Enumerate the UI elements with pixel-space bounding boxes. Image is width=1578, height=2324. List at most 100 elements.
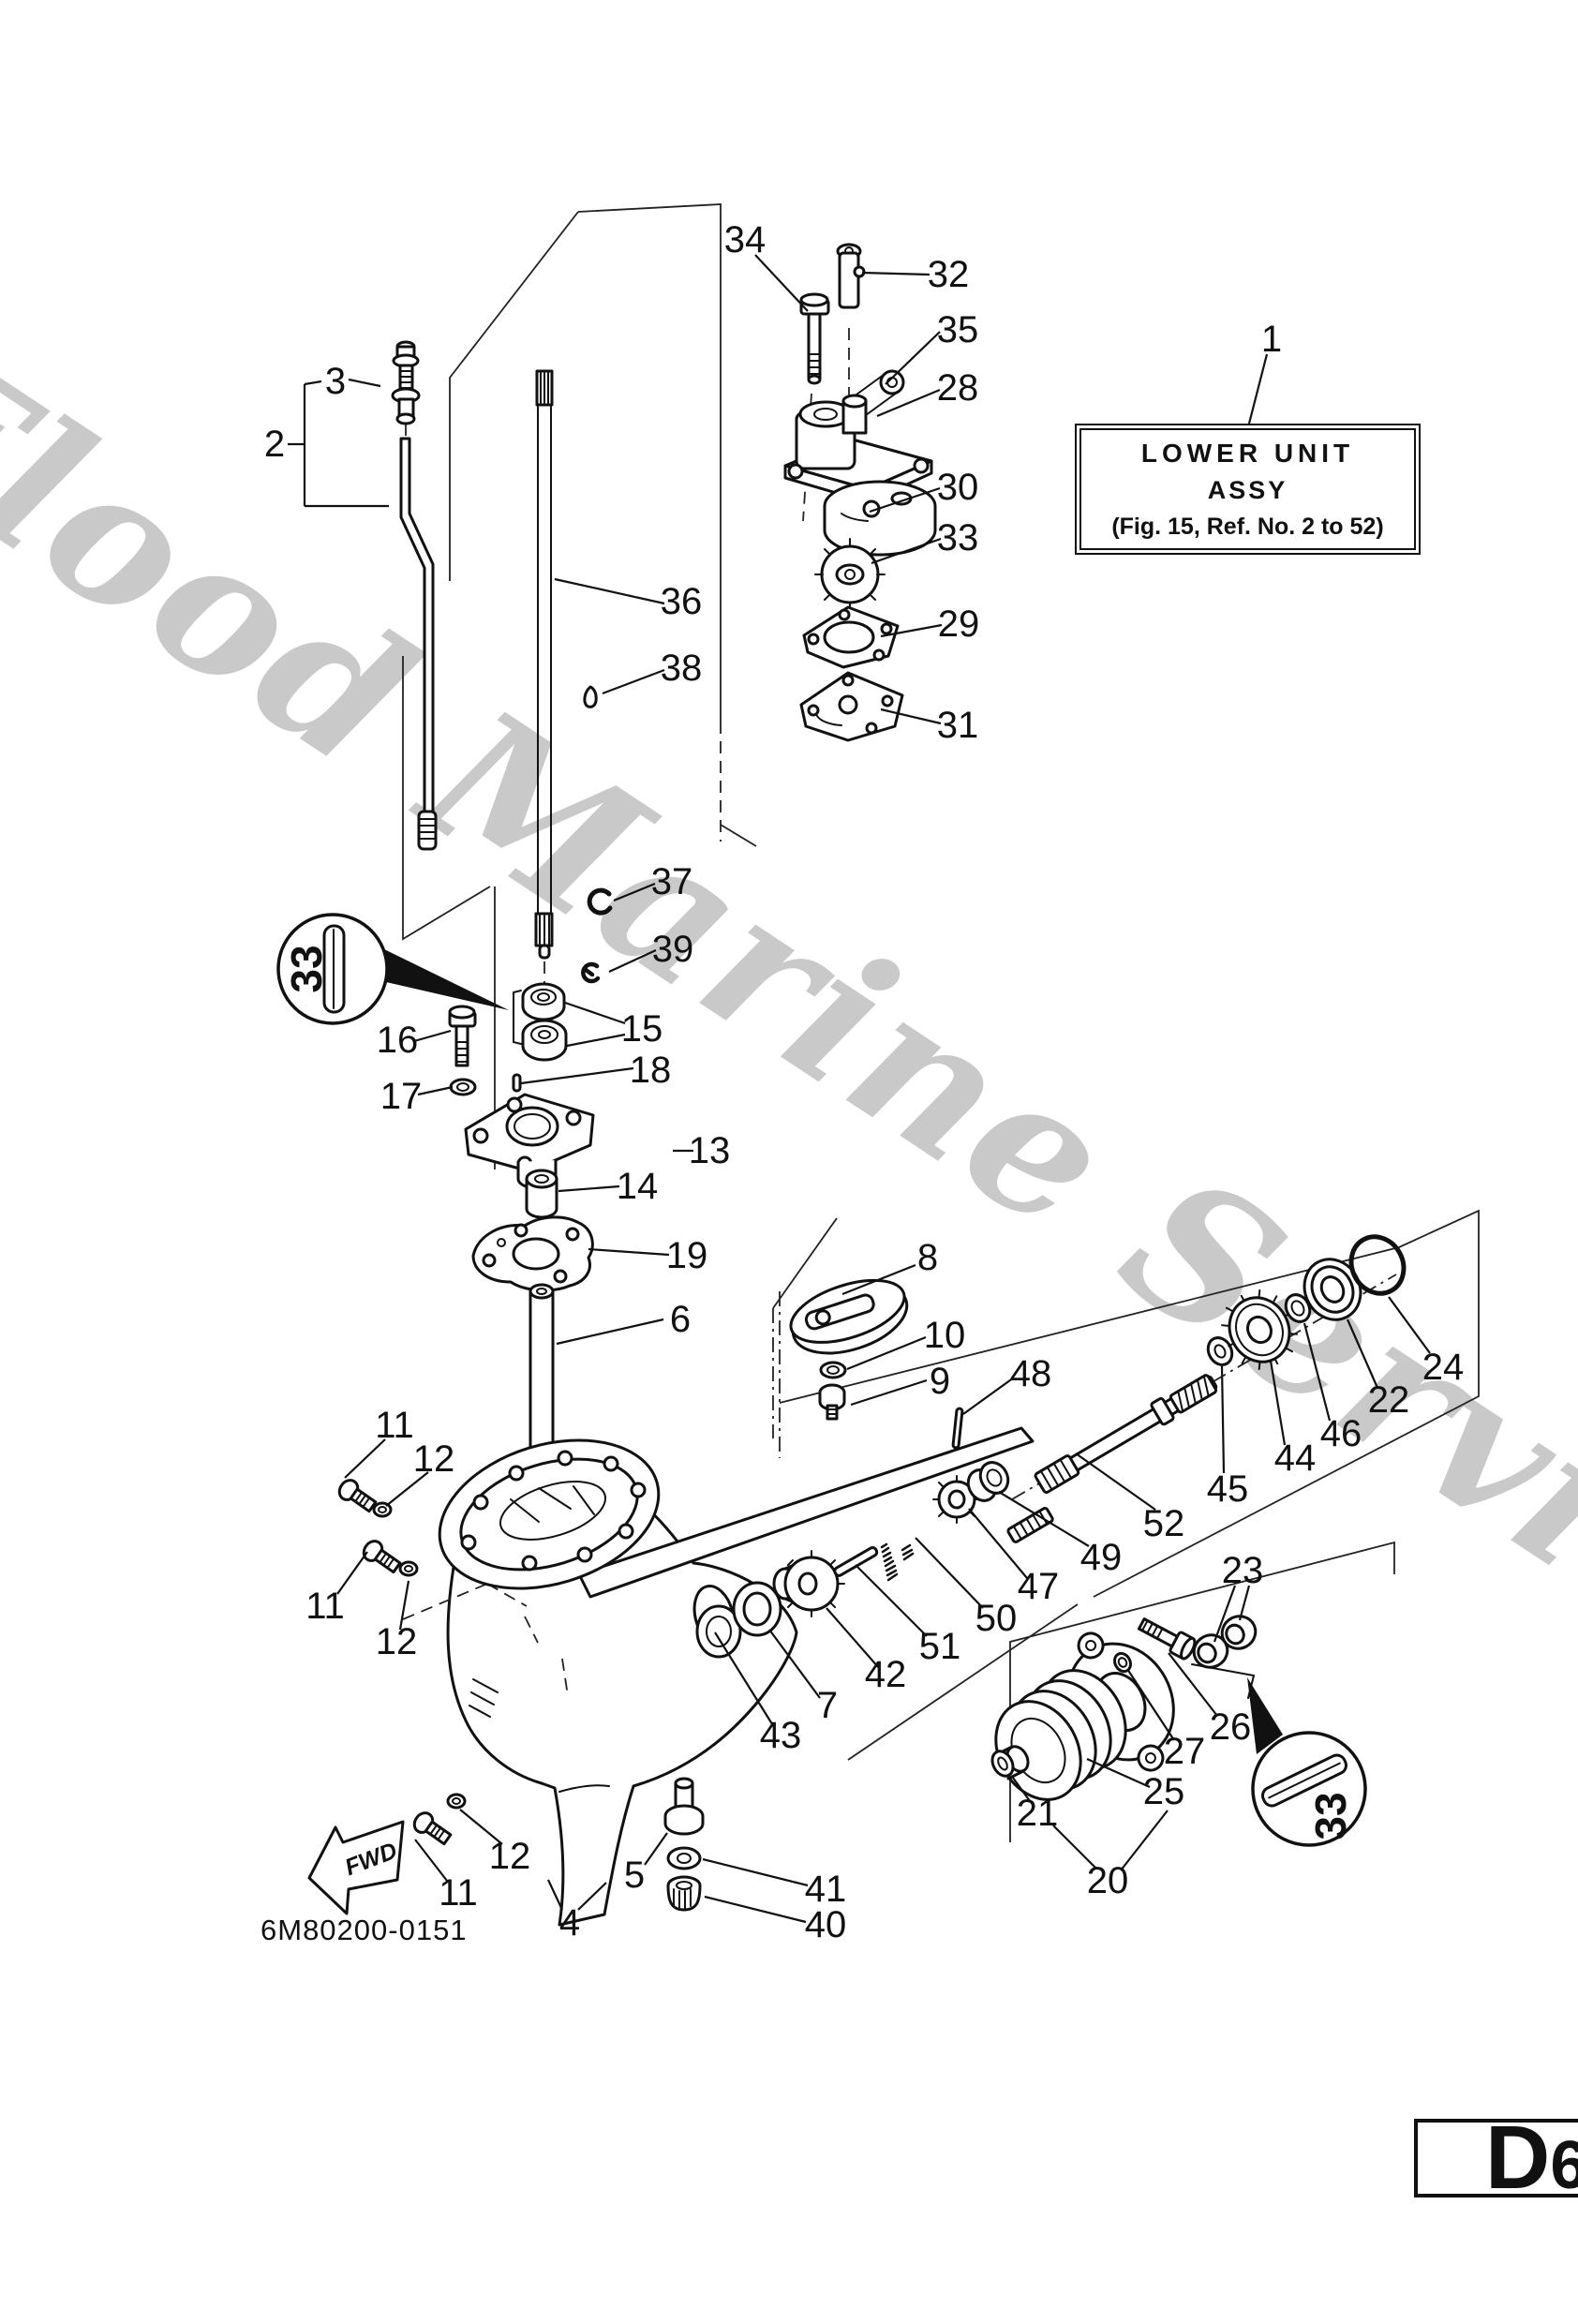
callout-26: 26: [1210, 1706, 1252, 1748]
leader-line-6: [556, 1318, 664, 1346]
fwd-arrow: FWD: [307, 1820, 405, 1915]
callout-45: 45: [1207, 1468, 1249, 1510]
impeller: [814, 538, 886, 611]
leader-line-1: [1247, 353, 1269, 425]
inset-label-b: 33: [1306, 1792, 1355, 1840]
callout-3: 3: [325, 361, 346, 402]
callout-27: 27: [1164, 1731, 1206, 1772]
pinion-gear: [772, 1550, 845, 1617]
callout-49: 49: [1080, 1537, 1123, 1578]
leader-line-4: [547, 1879, 563, 1911]
callout-38: 38: [661, 648, 703, 689]
callout-1: 1: [1261, 319, 1282, 360]
pinion-group: [695, 1461, 1010, 1659]
callout-20: 20: [1087, 1860, 1129, 1901]
callout-16: 16: [377, 1020, 419, 1061]
callout-10: 10: [924, 1315, 966, 1356]
leader-line-18: [520, 1066, 634, 1085]
leader-line-33: [871, 537, 942, 565]
leader-line-11: [344, 1438, 386, 1479]
callout-layer: 1233432352830332931363837391617151813141…: [264, 219, 1464, 1945]
leader-line-12: [385, 1471, 429, 1507]
leader-line-4: [577, 1882, 607, 1911]
housing-gasket: [471, 1215, 594, 1292]
assembly-title: LOWER UNIT: [1140, 438, 1355, 468]
assembly-figure-ref: (Fig. 15, Ref. No. 2 to 52): [1111, 513, 1384, 540]
leader-line-30: [869, 486, 941, 514]
callout-29: 29: [938, 603, 980, 645]
gearcase-bolts: [337, 1479, 467, 1846]
callout-11: 11: [439, 1872, 478, 1914]
callout-50: 50: [975, 1598, 1018, 1639]
leader-line-43: [714, 1631, 775, 1728]
leader-line-20: [1052, 1825, 1097, 1870]
leader-line-11: [414, 1839, 448, 1882]
callout-7: 7: [817, 1685, 838, 1726]
leader-line-50: [915, 1537, 984, 1609]
callout-31: 31: [937, 705, 979, 746]
callout-46: 46: [1320, 1413, 1362, 1454]
leader-line-48: [962, 1377, 1015, 1415]
leader-line-32: [861, 271, 930, 276]
leader-line-15: [566, 1033, 626, 1048]
leader-line-27: [1126, 1668, 1175, 1741]
leader-line-16: [413, 1029, 452, 1043]
carrier-bolt: [1137, 1617, 1197, 1661]
inset-detail-a: 33: [276, 913, 509, 1025]
callout-23: 23: [1222, 1550, 1264, 1591]
leader-line-42: [826, 1607, 880, 1669]
leader-line-5: [644, 1832, 668, 1866]
callout-12: 12: [489, 1836, 531, 1877]
callout-17: 17: [380, 1076, 423, 1117]
inset-label-a: 33: [282, 945, 331, 992]
callout-48: 48: [1010, 1353, 1052, 1394]
inset-detail-b: 33: [1247, 1677, 1367, 1847]
leader-line-12: [398, 1580, 410, 1631]
callout-34: 34: [724, 219, 767, 261]
spacer-sleeve: [525, 1169, 558, 1219]
anode-group: [789, 1278, 964, 1450]
carrier-bushing: [990, 1745, 1030, 1780]
leader-line-26: [1168, 1652, 1218, 1717]
leader-line-37: [613, 882, 656, 902]
leader-line-8: [841, 1263, 916, 1296]
callout-37: 37: [651, 861, 693, 902]
leader-line-36: [554, 577, 665, 605]
leader-line-19: [588, 1247, 670, 1257]
callout-12: 12: [413, 1438, 455, 1480]
page-tab-number: 6: [1550, 2128, 1578, 2203]
anti-ventilation-plate: [577, 1426, 1035, 1599]
leader-line-35: [885, 331, 941, 385]
drain-plug-group: [663, 1777, 705, 1912]
page-tab-letter: D: [1485, 2108, 1551, 2208]
callout-41: 41: [805, 1869, 847, 1910]
leader-line-3: [348, 378, 381, 388]
leader-line-40: [704, 1895, 807, 1924]
leader-line-38: [602, 668, 665, 695]
callout-6: 6: [670, 1299, 691, 1340]
leader-line-23: [1213, 1585, 1237, 1643]
callout-8: 8: [917, 1237, 938, 1278]
driveshaft: [534, 369, 598, 960]
leader-line-46: [1303, 1322, 1332, 1422]
callout-28: 28: [937, 367, 979, 409]
woodruff-key: [583, 685, 598, 708]
assembly-reference-box: LOWER UNIT ASSY (Fig. 15, Ref. No. 2 to …: [1075, 424, 1421, 555]
assembly-subtitle: ASSY: [1207, 476, 1288, 504]
pump-outer-plate: [799, 671, 904, 742]
callout-24: 24: [1422, 1347, 1465, 1388]
leader-line-44: [1269, 1360, 1287, 1446]
callout-9: 9: [930, 1361, 950, 1402]
callout-11: 11: [375, 1405, 414, 1446]
leader-line-7: [768, 1629, 821, 1699]
callout-25: 25: [1143, 1771, 1185, 1812]
retaining-clips: [581, 887, 613, 984]
leader-line-28: [876, 388, 941, 418]
leader-line-25: [1086, 1757, 1151, 1789]
leader-line-45: [1220, 1365, 1226, 1474]
callout-35: 35: [937, 309, 979, 350]
leader-line-15: [564, 1001, 626, 1025]
callout-2: 2: [264, 424, 285, 465]
callout-52: 52: [1143, 1503, 1185, 1544]
leader-line-29: [880, 623, 943, 638]
